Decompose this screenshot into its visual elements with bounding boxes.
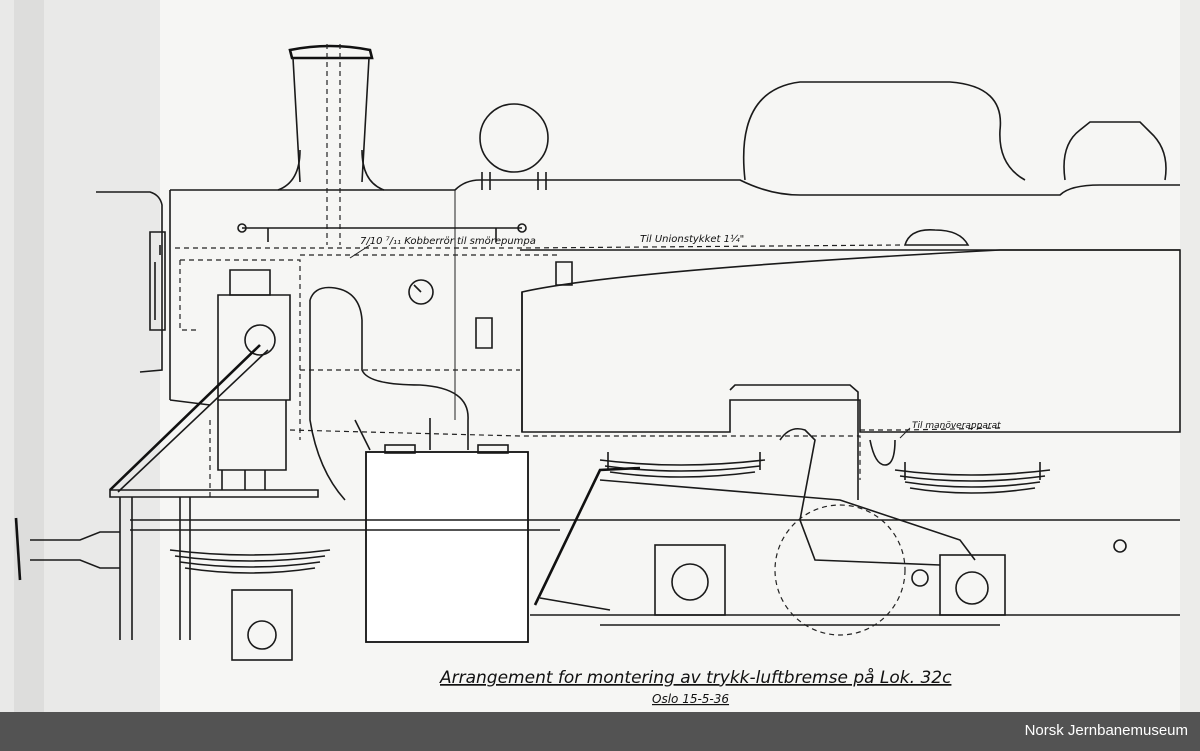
brake-pipes — [175, 244, 1001, 500]
handrail — [237, 223, 527, 242]
annotation-control: Til manöverapparat — [912, 421, 1001, 431]
axleboxes — [231, 504, 1006, 661]
annotation-copper-pipe: 7/10 ⁷/₁₁ Kobberrör til smörepumpa — [360, 236, 536, 247]
chimney — [277, 44, 385, 245]
frame — [14, 489, 1180, 640]
steam-pipe — [309, 286, 469, 501]
brake-rigging — [533, 427, 1127, 611]
locomotive-technical-drawing: 7/10 ⁷/₁₁ Kobberrör til smörepumpa Til U… — [0, 0, 1200, 712]
cylinder-block — [365, 444, 529, 643]
side-tank — [475, 228, 1181, 500]
drawing-place-date: Oslo 15-5-36 — [652, 692, 729, 706]
museum-credit: Norsk Jernbanemuseum — [1024, 722, 1188, 739]
leader-lines — [349, 244, 911, 439]
smokebox-front — [96, 191, 166, 373]
pressure-gauge — [408, 279, 434, 305]
annotation-union: Til Unionstykket 1¼" — [640, 233, 744, 245]
air-pump — [109, 259, 301, 493]
footer-bar: Norsk Jernbanemuseum — [0, 712, 1200, 751]
drawing-title: Arrangement for montering av trykk-luftb… — [439, 667, 952, 688]
